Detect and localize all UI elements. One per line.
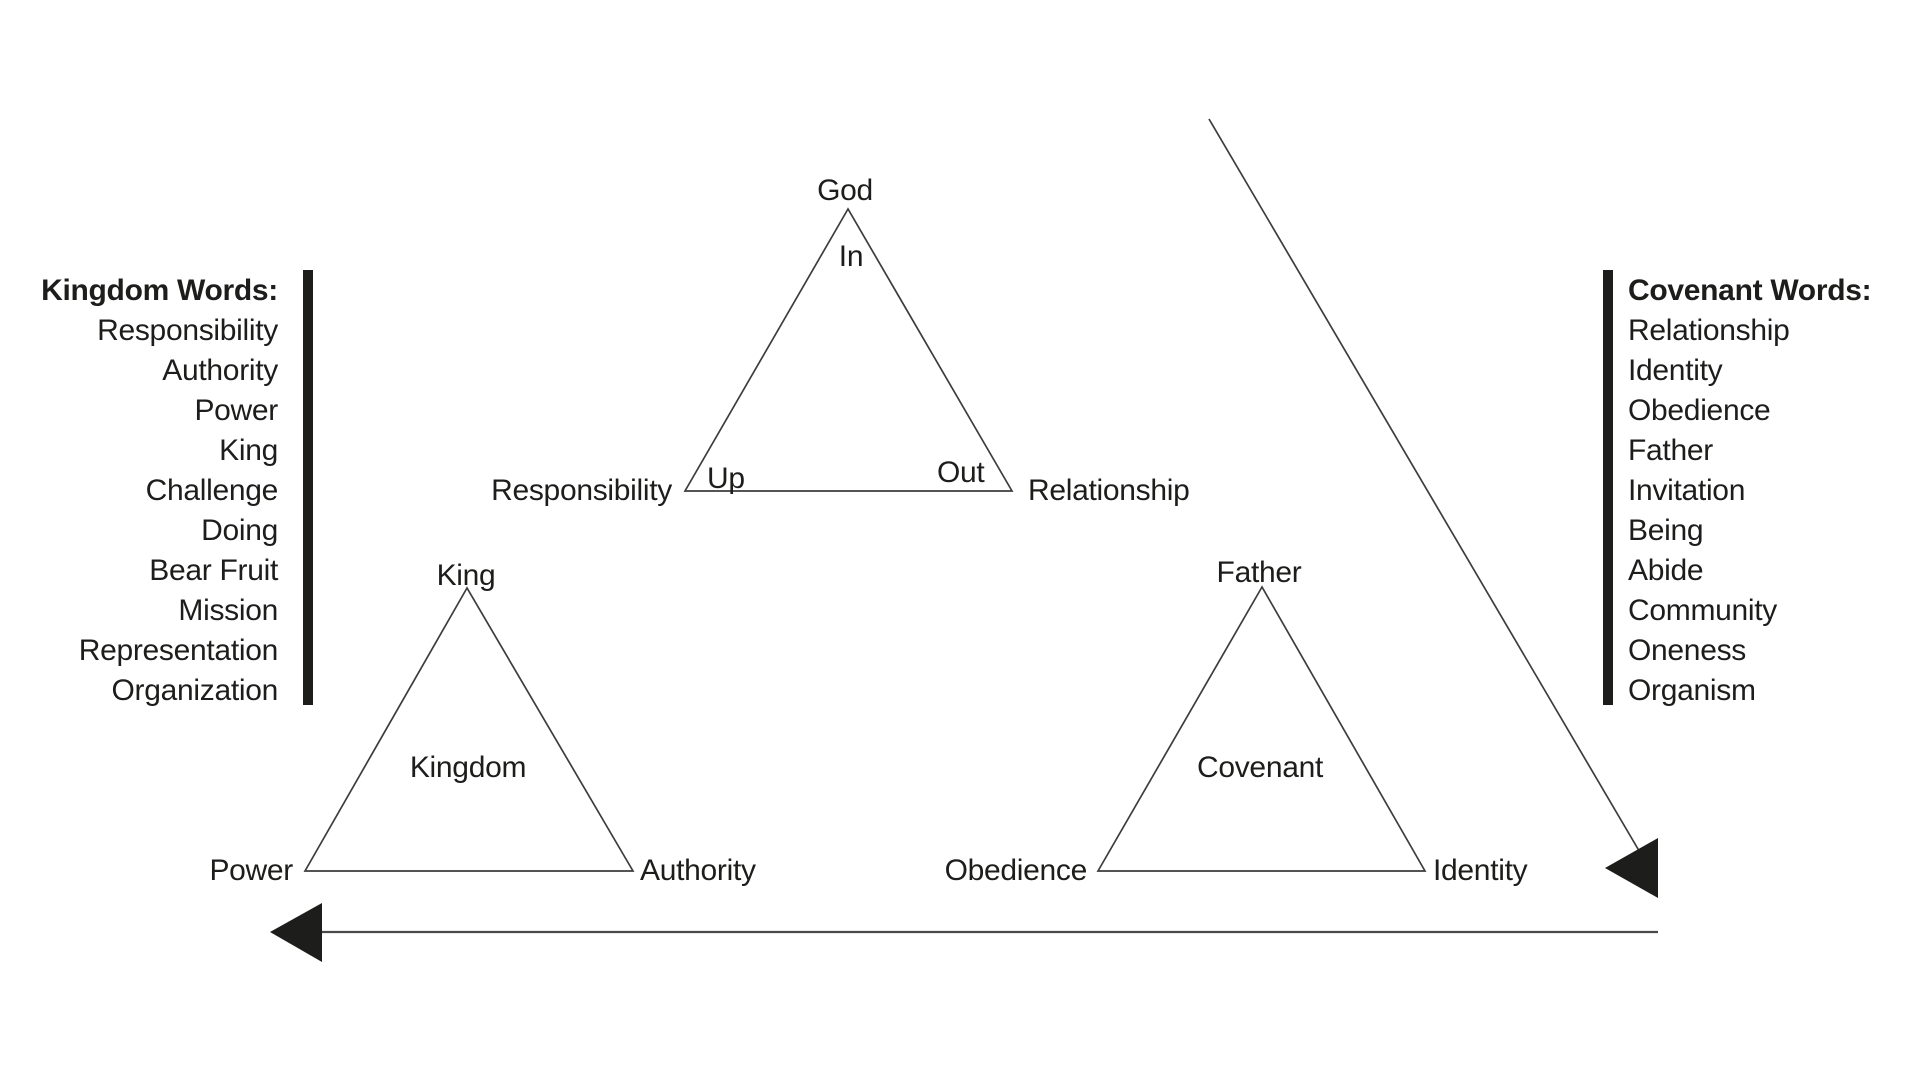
authority-label: Authority [640, 854, 756, 887]
diagonal-line [1208, 118, 1649, 867]
covenant-words-bar [1603, 270, 1613, 705]
god-label: God [817, 174, 873, 207]
covenant-words-item: Invitation [1628, 474, 1745, 507]
kingdom-words-item: Mission [178, 594, 278, 627]
kingdom-words-item: Responsibility [97, 314, 278, 347]
covenant-label: Covenant [1197, 751, 1324, 784]
covenant-words-item: Organism [1628, 674, 1756, 707]
kingdom-words-item: Challenge [146, 474, 278, 507]
out-label: Out [937, 456, 985, 489]
kingdom-words-list: Kingdom Words: Responsibility Authority … [41, 274, 279, 707]
king-label: King [437, 559, 496, 592]
kingdom-words-bar [303, 270, 313, 705]
kingdom-words-item: Doing [201, 514, 278, 547]
identity-label: Identity [1433, 854, 1528, 887]
covenant-words-item: Identity [1628, 354, 1723, 387]
covenant-words-item: Being [1628, 514, 1703, 547]
kingdom-words-item: Power [194, 394, 278, 427]
responsibility-label: Responsibility [491, 474, 672, 507]
covenant-words-item: Father [1628, 434, 1713, 467]
kingdom-words-item: Representation [79, 634, 278, 667]
covenant-words-item: Obedience [1628, 394, 1770, 427]
relationship-label: Relationship [1028, 474, 1190, 507]
covenant-words-item: Relationship [1628, 314, 1790, 347]
kingdom-words-item: King [219, 434, 278, 467]
father-label: Father [1217, 556, 1302, 589]
kingdom-words-heading: Kingdom Words: [41, 274, 278, 307]
covenant-words-item: Abide [1628, 554, 1703, 587]
god-triangle [683, 207, 1014, 492]
covenant-words-item: Community [1628, 594, 1777, 627]
up-label: Up [707, 462, 745, 495]
kingdom-triangle [303, 586, 635, 872]
in-label: In [839, 240, 863, 273]
kingdom-label: Kingdom [410, 751, 526, 784]
kingdom-words-item: Authority [162, 354, 278, 387]
diagonal-arrowhead-icon [1605, 838, 1658, 898]
power-label: Power [209, 854, 293, 887]
covenant-words-item: Oneness [1628, 634, 1746, 667]
covenant-words-heading: Covenant Words: [1628, 274, 1871, 307]
obedience-label: Obedience [945, 854, 1087, 887]
covenant-triangle [1096, 585, 1427, 872]
covenant-words-list: Covenant Words: Relationship Identity Ob… [1628, 274, 1872, 707]
kingdom-words-item: Bear Fruit [149, 554, 279, 587]
bottom-arrowhead-icon [270, 903, 322, 962]
kingdom-words-item: Organization [112, 674, 279, 707]
